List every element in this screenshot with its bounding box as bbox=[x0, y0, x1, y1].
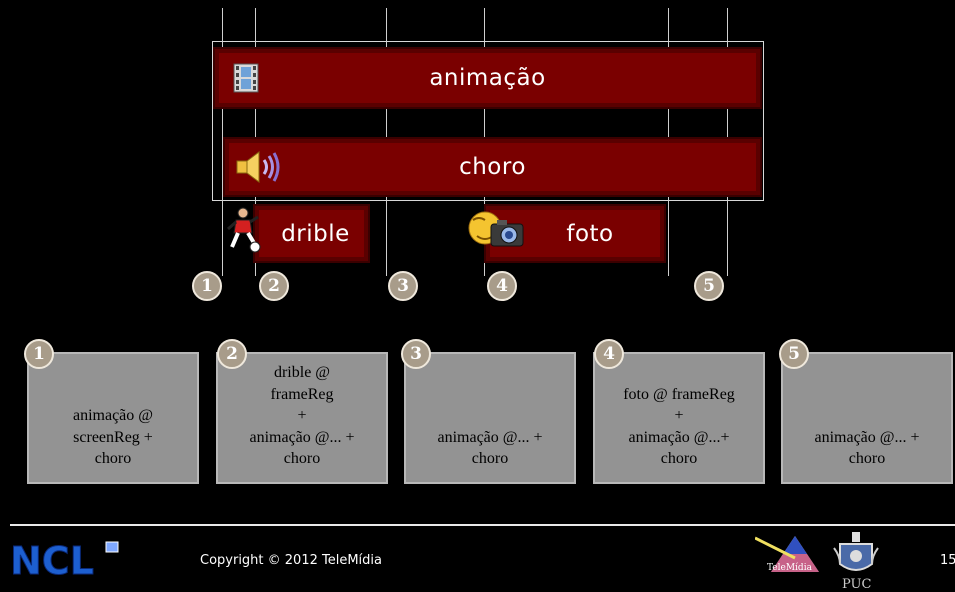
animacao-label: animação bbox=[429, 65, 546, 91]
screen-region-outline bbox=[212, 41, 764, 201]
card-line: frameReg bbox=[270, 385, 334, 403]
footer-divider bbox=[10, 524, 955, 526]
ncl-logo-text: NCL bbox=[10, 539, 94, 580]
drible-bar: drible bbox=[255, 206, 368, 261]
card-line: + bbox=[674, 407, 684, 425]
card-marker-4: 4 bbox=[594, 339, 624, 369]
telemidia-logo: TeleMídia bbox=[755, 536, 819, 573]
timeline-guide-1 bbox=[222, 8, 223, 276]
copyright-text: Copyright © 2012 TeleMídia bbox=[200, 553, 382, 568]
camera-smiley-icon bbox=[468, 211, 524, 247]
card-line: foto @ frameReg bbox=[623, 385, 735, 403]
animacao-bar: animação bbox=[215, 49, 760, 107]
soccer-player-icon bbox=[227, 207, 261, 253]
card-marker-5: 5 bbox=[779, 339, 809, 369]
puc-logo-text: PUC bbox=[842, 577, 871, 590]
foto-label: foto bbox=[566, 220, 614, 247]
choro-bar: choro bbox=[225, 139, 760, 195]
timeline-marker-2: 2 bbox=[259, 271, 289, 301]
puc-logo: PUC bbox=[833, 532, 879, 590]
state-card-1: animação @ screenReg + choro bbox=[27, 352, 199, 484]
card-marker-1: 1 bbox=[24, 339, 54, 369]
timeline-marker-1: 1 bbox=[192, 271, 222, 301]
card-line: choro bbox=[471, 450, 509, 468]
ncl-logo: NCL bbox=[10, 539, 119, 580]
timeline-marker-5: 5 bbox=[694, 271, 724, 301]
choro-label: choro bbox=[459, 154, 526, 180]
card-marker-3: 3 bbox=[401, 339, 431, 369]
card-line: + bbox=[297, 407, 307, 425]
card-line: animação @... + bbox=[249, 428, 355, 446]
telemidia-logo-text: TeleMídia bbox=[767, 562, 813, 573]
timeline-marker-4: 4 bbox=[487, 271, 517, 301]
card-line: animação @ bbox=[72, 407, 154, 425]
card-line: animação @... + bbox=[814, 428, 920, 446]
timeline-marker-3: 3 bbox=[388, 271, 418, 301]
speaker-icon bbox=[236, 151, 280, 183]
card-line: choro bbox=[283, 450, 321, 468]
drible-label: drible bbox=[281, 220, 350, 247]
state-card-5: animação @... + choro bbox=[781, 352, 953, 484]
card-line: animação @...+ bbox=[628, 428, 730, 446]
card-line: animação @... + bbox=[437, 428, 543, 446]
state-card-2: drible @ frameReg + animação @... + chor… bbox=[216, 352, 388, 484]
card-line: choro bbox=[660, 450, 698, 468]
page-number: 15 bbox=[940, 553, 955, 568]
state-card-4: foto @ frameReg + animação @...+ choro bbox=[593, 352, 765, 484]
state-card-3: animação @... + choro bbox=[404, 352, 576, 484]
card-line: drible @ bbox=[273, 364, 331, 382]
film-icon bbox=[233, 63, 259, 93]
card-line: screenReg + bbox=[73, 428, 153, 446]
card-line: choro bbox=[94, 450, 132, 468]
card-line: choro bbox=[848, 450, 886, 468]
card-marker-2: 2 bbox=[217, 339, 247, 369]
